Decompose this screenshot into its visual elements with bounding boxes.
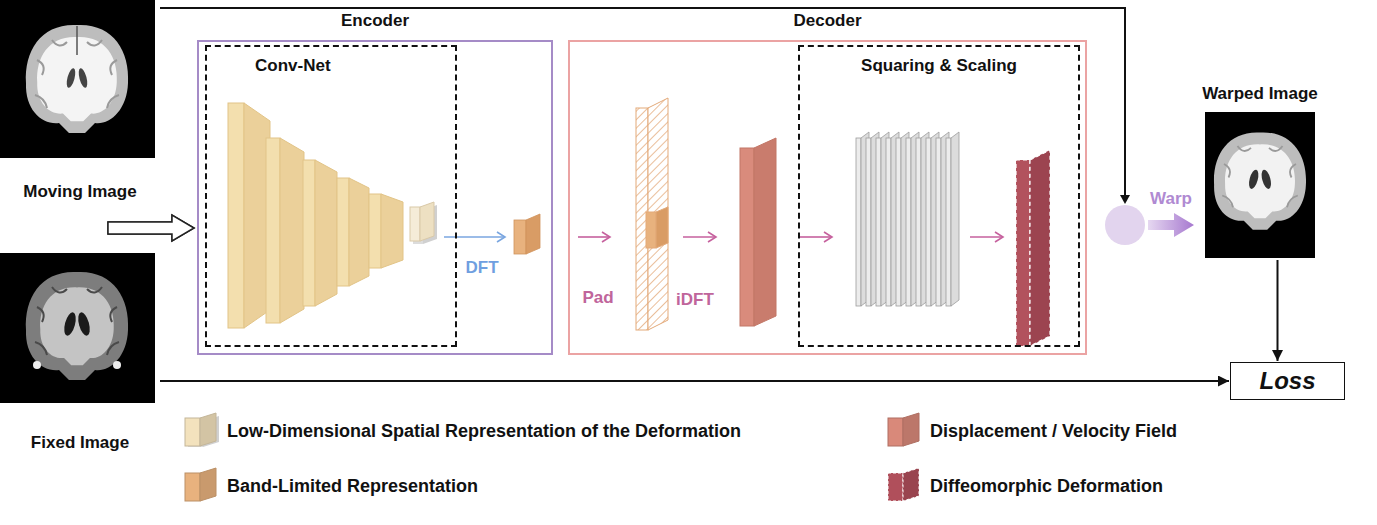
input-arrow [108, 215, 194, 241]
connector [108, 215, 194, 241]
transform-label: DFT [465, 258, 498, 278]
legend-text: Displacement / Velocity Field [930, 420, 1177, 442]
pad-arrow [578, 232, 610, 242]
connector [1277, 260, 1278, 361]
connector [108, 215, 194, 241]
legend-swatch [185, 473, 200, 501]
legend-text: Diffeomorphic Deformation [930, 475, 1163, 497]
edge-label: Warp [1150, 189, 1192, 209]
loss-arrow [1277, 260, 1279, 361]
loss-arrow [160, 380, 1229, 382]
operation-label: Pad [582, 288, 613, 308]
legend-item: Displacement / Velocity Field [884, 412, 1177, 450]
image-panel: Fixed Image [0, 253, 160, 453]
brain [26, 25, 128, 133]
legend-swatch [185, 418, 200, 446]
legend-swatch-side [200, 413, 216, 446]
image-ground [1205, 112, 1315, 258]
module-title: Squaring & Scaling [800, 56, 1078, 76]
legend-item: Band-Limited Representation [181, 467, 478, 505]
brain [1214, 132, 1306, 229]
section-title: Encoder [199, 11, 551, 31]
image-panel: Warped Image [1195, 84, 1325, 260]
convnet-box: Conv-Net [205, 45, 457, 347]
loss-label: Loss [1231, 363, 1344, 398]
connector [160, 381, 1229, 382]
legend-swatch-side [903, 413, 919, 446]
legend-swatch [888, 473, 903, 501]
diffeomorphic-block [1016, 150, 1050, 346]
warped-image [1205, 112, 1315, 258]
legend-swatch-side [200, 468, 216, 501]
transform-label: iDFT [676, 290, 714, 310]
warp-arrow [1148, 213, 1194, 237]
legend-item: Diffeomorphic Deformation [884, 467, 1163, 505]
legend-icon [181, 467, 223, 505]
legend-swatch-side [903, 468, 919, 501]
legend-icon [181, 412, 223, 450]
dft-arrow [444, 232, 505, 242]
image-feed-line [160, 8, 1125, 196]
section-title: Decoder [570, 11, 1085, 31]
band-limited-block [514, 214, 540, 254]
connector [160, 8, 1194, 237]
image-caption: Fixed Image [0, 433, 160, 453]
squaring-stack [856, 132, 959, 306]
image-ground [0, 0, 155, 158]
velocity-field-block [740, 138, 776, 326]
image-caption: Warped Image [1195, 84, 1325, 104]
padded-block [636, 98, 668, 330]
legend-icon [884, 467, 926, 505]
legend-text: Band-Limited Representation [227, 475, 478, 497]
warp-operator [1105, 205, 1145, 245]
idft-arrow [683, 232, 716, 242]
image-panel: Moving Image [0, 0, 160, 202]
low-dimensional-block [410, 202, 437, 244]
fixed-image [0, 253, 155, 403]
output-arrow [970, 232, 1003, 242]
legend-icon [884, 412, 926, 450]
legend-item: Low-Dimensional Spatial Representation o… [181, 412, 741, 450]
squaring-box: Squaring & Scaling [798, 45, 1080, 347]
legend-text: Low-Dimensional Spatial Representation o… [227, 420, 741, 442]
legend-swatch [888, 418, 903, 446]
module-title: Conv-Net [255, 56, 331, 76]
arrow-head [1120, 195, 1130, 204]
moving-image [0, 0, 155, 158]
brain [26, 272, 128, 380]
decoder-box: DecoderSquaring & Scaling [568, 40, 1087, 355]
scaling-arrow [800, 232, 832, 242]
input-arrow [108, 215, 194, 241]
loss-box: Loss [1230, 362, 1345, 400]
image-caption: Moving Image [0, 182, 160, 202]
conv-layers [228, 103, 403, 328]
image-ground [0, 253, 155, 403]
encoder-box: EncoderConv-Net [197, 40, 553, 355]
